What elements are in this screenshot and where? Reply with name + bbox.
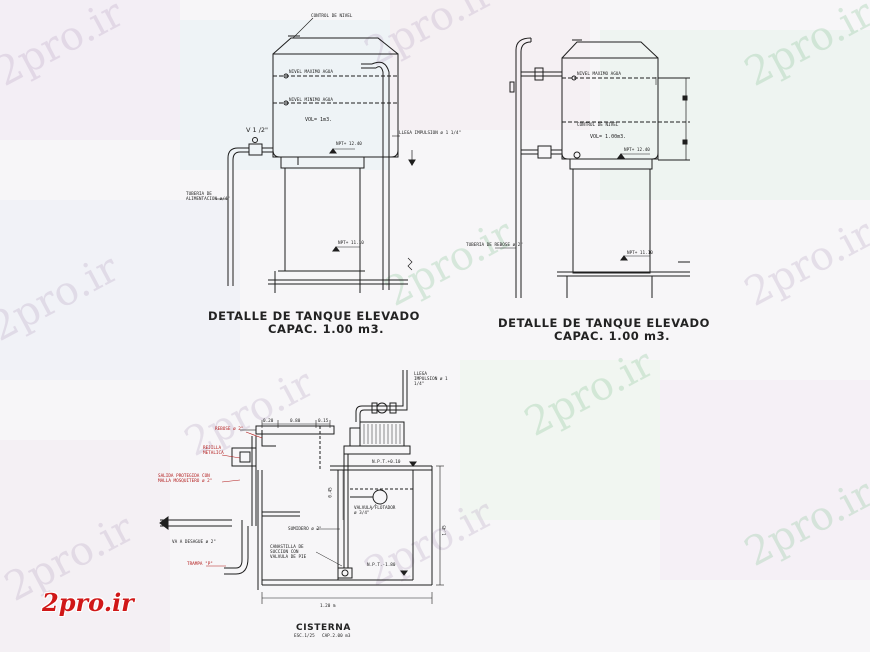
dim-120: 1.20 m: [320, 604, 336, 609]
label-tuberia-2: TUBERIA DE REBOSE ø 2": [466, 243, 523, 248]
label-vol-1: VOL= 1m3.: [305, 117, 333, 123]
dim-045: 0.45: [328, 487, 334, 498]
dim-015: 0.15: [318, 419, 329, 424]
drawing2-capacity: CAPAC. 1.00 m3.: [554, 329, 671, 343]
label-valve-1: V 1 /2": [246, 126, 269, 134]
label-rebose: REBOSE ø 2": [215, 427, 244, 432]
tank-elevated-2: [495, 37, 690, 298]
tank-elevated-1: [215, 17, 416, 293]
label-nivel-min-1: NIVEL MINIMO AGUA: [289, 98, 333, 103]
label-valvula: VALVULA FLOTADOR ø 3/4": [354, 506, 396, 516]
site-logo[interactable]: 2pro.ir: [42, 588, 134, 617]
label-vol-2: VOL= 1.00m3.: [590, 134, 627, 140]
label-salida: SALIDA PROTEGIDA CON MALLA MOSQUITERO ø …: [158, 474, 213, 484]
dim-080: 0.80: [290, 419, 301, 424]
label-nivel-max-2: NIVEL MAXIMO AGUA: [577, 72, 621, 77]
cisterna-title: CISTERNA: [296, 623, 351, 633]
label-canastilla: CANASTILLA DE SUCCION CON VALVULA DE PIE: [270, 545, 307, 560]
label-npt-bottom-c: N.P.T.-1.80: [367, 563, 396, 568]
label-npt-top-2: NPT+ 12.40: [624, 148, 650, 153]
label-npt-low-1: NPT+ 11.10: [338, 241, 364, 246]
label-tuberia-1: TUBERIA DE ALIMENTACION ø/4": [186, 192, 230, 202]
cisterna-subtitle: ESC.1/25: [294, 634, 315, 639]
label-control-nivel-1: CONTROL DE NIVEL: [311, 14, 353, 19]
label-sumidero: SUMIDERO ø 2": [288, 527, 322, 532]
label-nivel-max-1: NIVEL MAXIMO AGUA: [289, 70, 333, 75]
dim-020: 0.20: [263, 419, 274, 424]
drawing2-title: DETALLE DE TANQUE ELEVADO: [498, 316, 711, 330]
label-npt-low-2: NPT+ 11.10: [627, 251, 653, 256]
cisterna-cap: CAP.2.00 m3: [322, 634, 351, 639]
label-impulsion-1: LLEGA IMPULSION ø 1 1/4": [399, 131, 462, 136]
drawing1-capacity: CAPAC. 1.00 m3.: [268, 322, 385, 336]
dim-145: 1.45: [442, 525, 448, 536]
label-rejilla: REJILLA METALICA: [203, 446, 224, 456]
label-desague: VA A DESAGUE ø 2": [172, 540, 216, 545]
label-npt-top-1: NPT+ 12.40: [336, 142, 362, 147]
label-npt-top-c: N.P.T.+0.10: [372, 460, 401, 465]
drawing1-title: DETALLE DE TANQUE ELEVADO: [208, 309, 421, 323]
label-impulsion-c: LLEGA IMPULSION ø 1 1/4": [414, 372, 448, 387]
label-trampa: TRAMPA "P": [187, 562, 213, 567]
cisterna-drawing: [159, 370, 444, 604]
label-control-nivel-2: CONTROL DE NIVEL: [577, 123, 619, 128]
